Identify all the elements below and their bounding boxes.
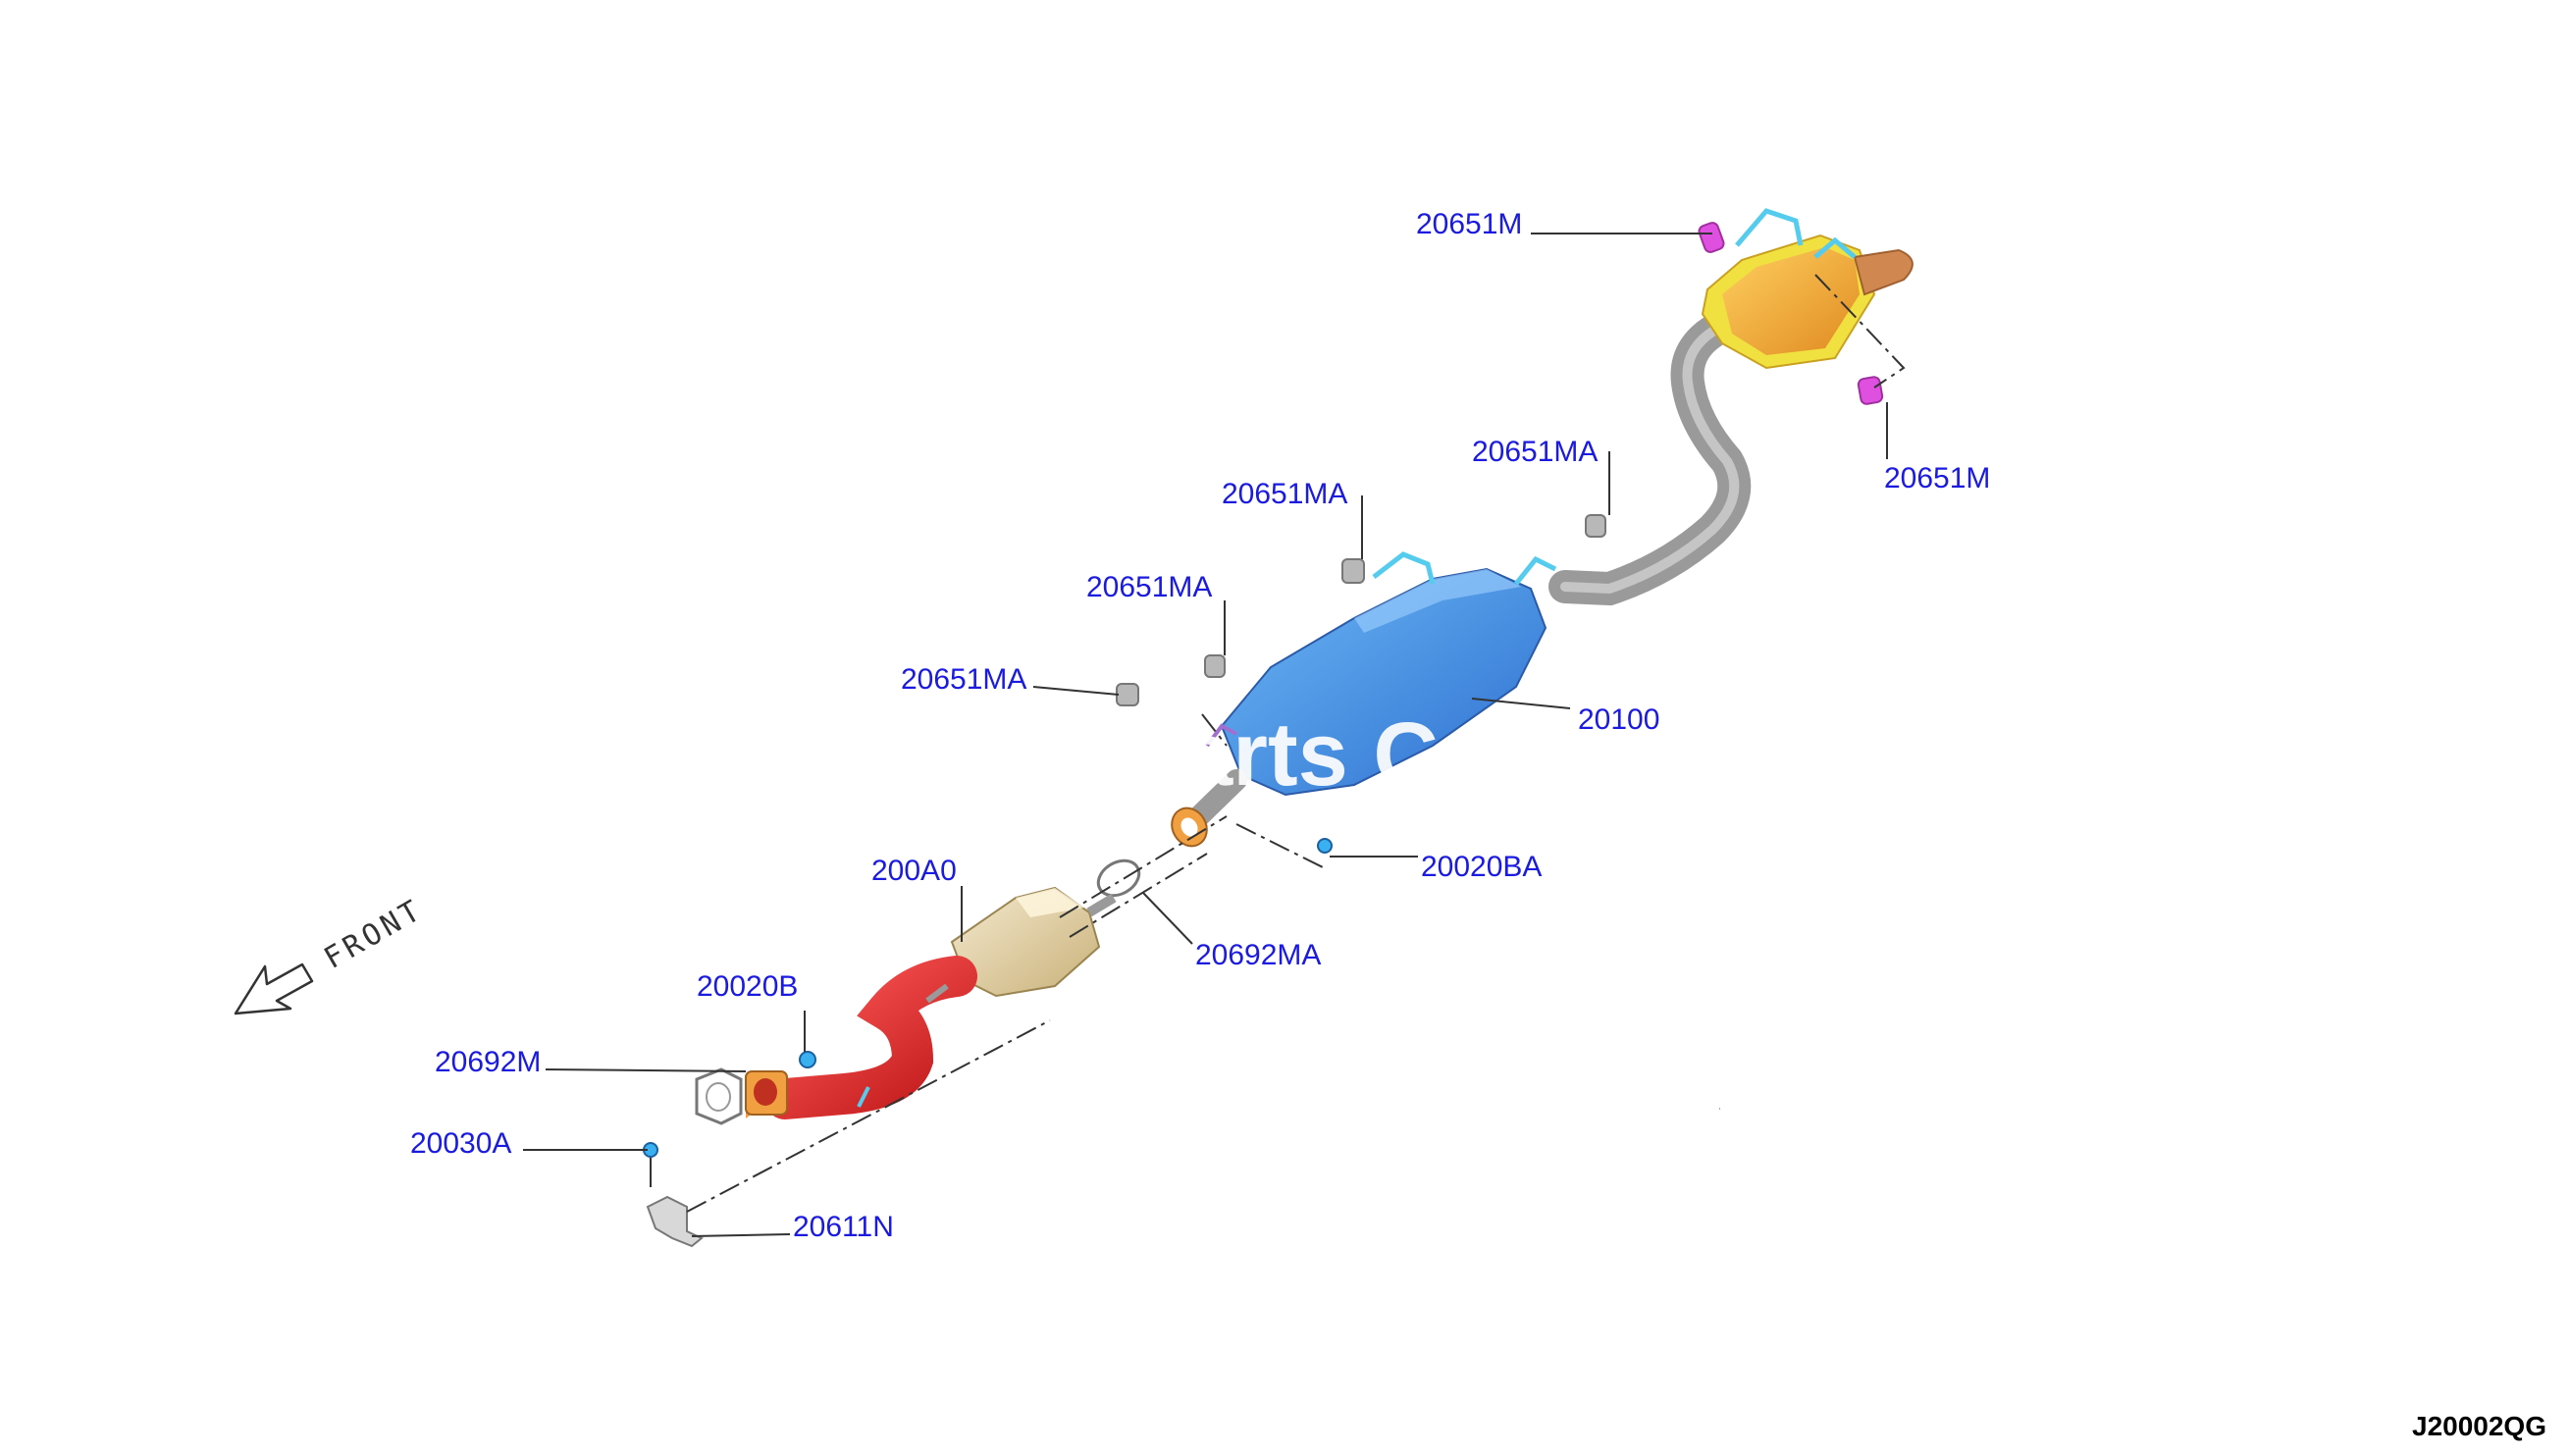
bolt-20020BA bbox=[1317, 838, 1333, 854]
label-20651MA-d: 20651MA bbox=[901, 663, 1026, 696]
label-20651MA-a: 20651MA bbox=[1222, 478, 1347, 510]
diagram-id: J20002QG bbox=[2412, 1411, 2546, 1441]
label-20651M-top: 20651M bbox=[1416, 208, 1522, 240]
label-20692MA: 20692MA bbox=[1195, 939, 1321, 971]
label-20651MA-b: 20651MA bbox=[1472, 436, 1598, 468]
mount-rubber-b bbox=[1585, 514, 1606, 538]
front-direction-indicator: FRONT bbox=[234, 892, 430, 1015]
center-muffler bbox=[1188, 551, 1557, 827]
mount-rubber-a bbox=[1341, 558, 1365, 584]
label-20651MA-c: 20651MA bbox=[1086, 571, 1212, 603]
hanger-rubber-top bbox=[1698, 222, 1725, 253]
label-20020BA: 20020BA bbox=[1421, 851, 1542, 883]
front-pipe bbox=[745, 956, 977, 1119]
label-20030A: 20030A bbox=[410, 1127, 511, 1160]
label-20100: 20100 bbox=[1578, 703, 1659, 736]
bracket-20611N bbox=[646, 1195, 704, 1248]
label-20611N: 20611N bbox=[793, 1211, 894, 1243]
nut-20020B bbox=[799, 1051, 816, 1068]
label-200A0: 200A0 bbox=[871, 855, 957, 887]
hanger-rubber-right bbox=[1857, 376, 1884, 405]
label-20651M-right: 20651M bbox=[1884, 462, 1990, 494]
label-20692M: 20692M bbox=[435, 1046, 541, 1078]
front-label: FRONT bbox=[319, 892, 430, 975]
assembly-line-main bbox=[686, 1019, 1051, 1213]
rear-muffler bbox=[1701, 208, 1914, 370]
label-20020B: 20020B bbox=[697, 970, 798, 1003]
mount-rubber-c bbox=[1204, 654, 1226, 678]
front-arrow-icon bbox=[234, 962, 314, 1015]
watermark-text: arts C bbox=[1182, 704, 1439, 805]
mount-rubber-d bbox=[1116, 683, 1139, 706]
